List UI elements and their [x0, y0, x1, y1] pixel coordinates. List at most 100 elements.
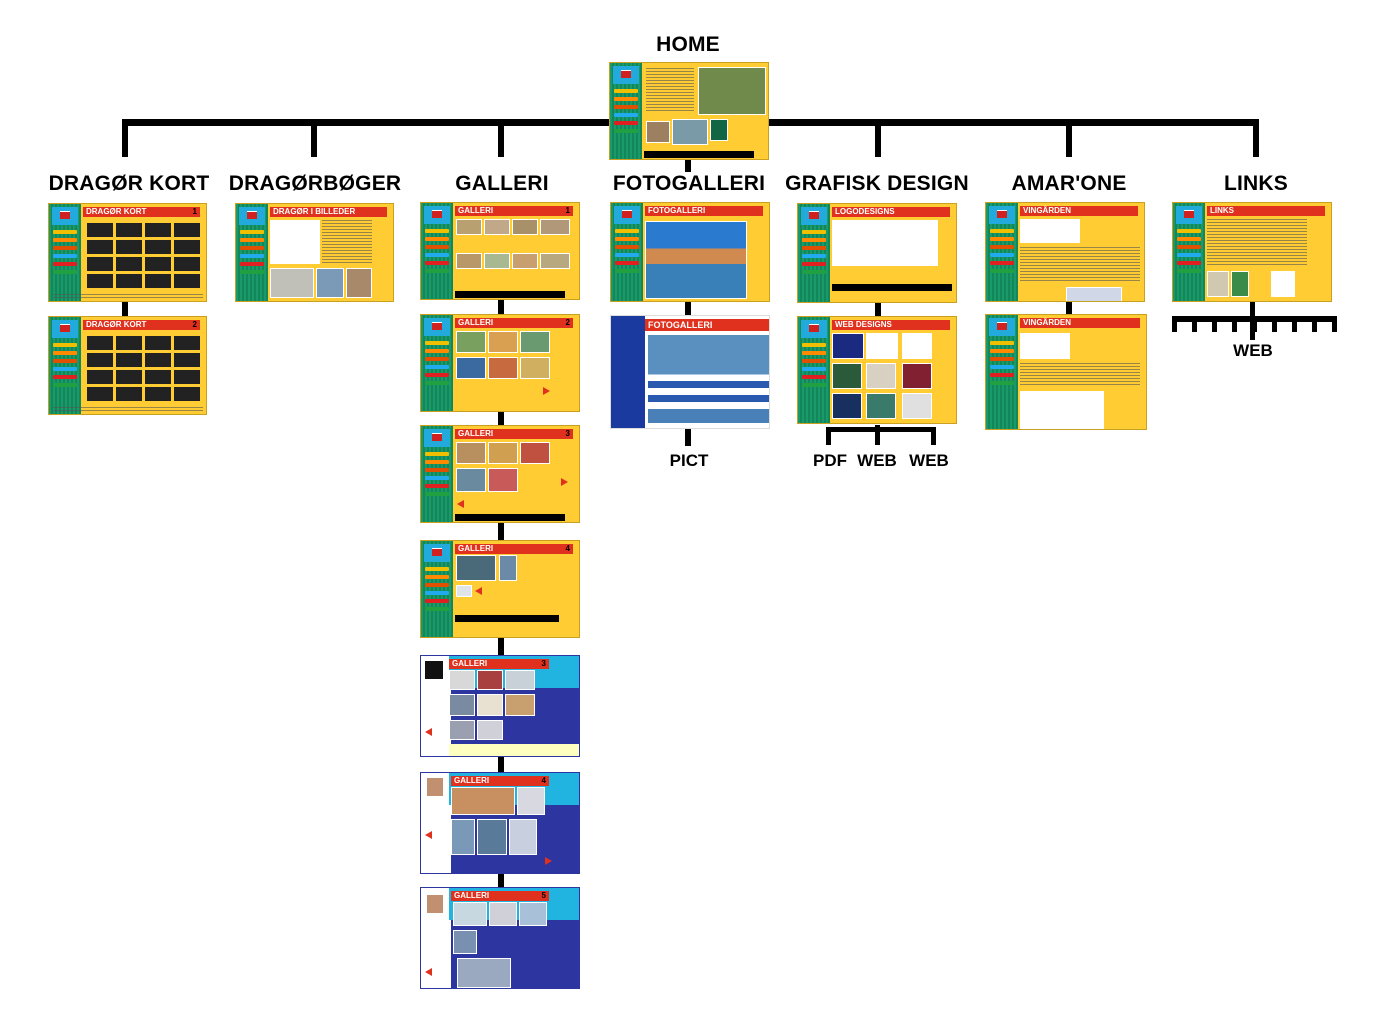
nav-button[interactable]: [990, 365, 1014, 369]
nav-button[interactable]: [802, 270, 826, 274]
next-arrow-icon[interactable]: [561, 478, 568, 486]
nav-button[interactable]: [53, 367, 77, 371]
nav-button[interactable]: [614, 129, 638, 133]
nav-button[interactable]: [425, 468, 449, 472]
nav-button[interactable]: [425, 245, 449, 249]
nav-button[interactable]: [425, 452, 449, 456]
nav-button[interactable]: [615, 229, 639, 233]
nav-button[interactable]: [615, 253, 639, 257]
nav-button[interactable]: [53, 254, 77, 258]
nav-button[interactable]: [53, 262, 77, 266]
nav-button[interactable]: [802, 383, 826, 387]
nav-button[interactable]: [425, 476, 449, 480]
nav-button[interactable]: [425, 599, 449, 603]
thumb-home[interactable]: [609, 62, 769, 160]
nav-button[interactable]: [802, 262, 826, 266]
nav-button[interactable]: [990, 357, 1014, 361]
thumb-fotogalleri-1[interactable]: FOTOGALLERI: [610, 202, 770, 302]
nav-button[interactable]: [614, 89, 638, 93]
nav-button[interactable]: [240, 270, 264, 274]
thumb-amarone-2[interactable]: VINGÅRDEN: [985, 314, 1147, 430]
nav-button[interactable]: [990, 229, 1014, 233]
nav-button[interactable]: [425, 253, 449, 257]
prev-arrow-icon[interactable]: [425, 728, 432, 736]
nav-button[interactable]: [425, 381, 449, 385]
nav-button[interactable]: [425, 607, 449, 611]
thumb-links[interactable]: LINKS: [1172, 202, 1332, 302]
nav-button[interactable]: [615, 237, 639, 241]
nav-button[interactable]: [425, 492, 449, 496]
nav-button[interactable]: [614, 113, 638, 117]
nav-button[interactable]: [990, 349, 1014, 353]
nav-button[interactable]: [425, 269, 449, 273]
nav-button[interactable]: [53, 230, 77, 234]
next-arrow-icon[interactable]: [543, 387, 550, 395]
nav-button[interactable]: [53, 383, 77, 387]
nav-button[interactable]: [425, 237, 449, 241]
nav-button[interactable]: [615, 269, 639, 273]
nav-button[interactable]: [425, 484, 449, 488]
nav-button[interactable]: [1177, 269, 1201, 273]
nav-button[interactable]: [1177, 229, 1201, 233]
nav-button[interactable]: [990, 381, 1014, 385]
nav-button[interactable]: [990, 269, 1014, 273]
thumb-grafisk-webdesigns[interactable]: WEB DESIGNS: [797, 316, 957, 424]
nav-button[interactable]: [53, 351, 77, 355]
nav-button[interactable]: [240, 230, 264, 234]
prev-arrow-icon[interactable]: [457, 500, 464, 508]
nav-button[interactable]: [425, 591, 449, 595]
nav-button[interactable]: [1177, 253, 1201, 257]
nav-button[interactable]: [1177, 261, 1201, 265]
nav-button[interactable]: [990, 373, 1014, 377]
nav-button[interactable]: [425, 460, 449, 464]
nav-button[interactable]: [802, 351, 826, 355]
nav-button[interactable]: [425, 583, 449, 587]
thumb-dragoerboeger[interactable]: DRAGØR I BILLEDER: [235, 203, 394, 302]
nav-button[interactable]: [240, 262, 264, 266]
nav-button[interactable]: [53, 375, 77, 379]
nav-button[interactable]: [802, 254, 826, 258]
prev-arrow-icon[interactable]: [425, 968, 432, 976]
nav-button[interactable]: [425, 365, 449, 369]
nav-button[interactable]: [53, 238, 77, 242]
nav-button[interactable]: [802, 230, 826, 234]
nav-button[interactable]: [802, 375, 826, 379]
nav-button[interactable]: [425, 341, 449, 345]
nav-button[interactable]: [425, 229, 449, 233]
nav-button[interactable]: [425, 575, 449, 579]
nav-button[interactable]: [240, 254, 264, 258]
nav-button[interactable]: [990, 253, 1014, 257]
nav-button[interactable]: [240, 246, 264, 250]
nav-button[interactable]: [802, 367, 826, 371]
nav-button[interactable]: [240, 238, 264, 242]
nav-button[interactable]: [53, 343, 77, 347]
nav-button[interactable]: [425, 567, 449, 571]
nav-button[interactable]: [425, 349, 449, 353]
thumb-amarone-1[interactable]: VINGÅRDEN: [985, 202, 1145, 302]
next-arrow-icon[interactable]: [545, 857, 552, 865]
nav-button[interactable]: [425, 373, 449, 377]
nav-button[interactable]: [1177, 237, 1201, 241]
nav-button[interactable]: [990, 245, 1014, 249]
nav-button[interactable]: [614, 97, 638, 101]
thumb-fotogalleri-2[interactable]: FOTOGALLERI: [610, 315, 770, 429]
nav-button[interactable]: [990, 341, 1014, 345]
nav-button[interactable]: [53, 270, 77, 274]
prev-arrow-icon[interactable]: [425, 831, 432, 839]
nav-button[interactable]: [802, 343, 826, 347]
nav-button[interactable]: [425, 261, 449, 265]
nav-button[interactable]: [802, 238, 826, 242]
nav-button[interactable]: [1177, 245, 1201, 249]
nav-button[interactable]: [425, 357, 449, 361]
nav-button[interactable]: [802, 246, 826, 250]
nav-button[interactable]: [615, 261, 639, 265]
thumb-grafisk-logodesigns[interactable]: LOGODESIGNS: [797, 203, 957, 303]
nav-button[interactable]: [614, 105, 638, 109]
